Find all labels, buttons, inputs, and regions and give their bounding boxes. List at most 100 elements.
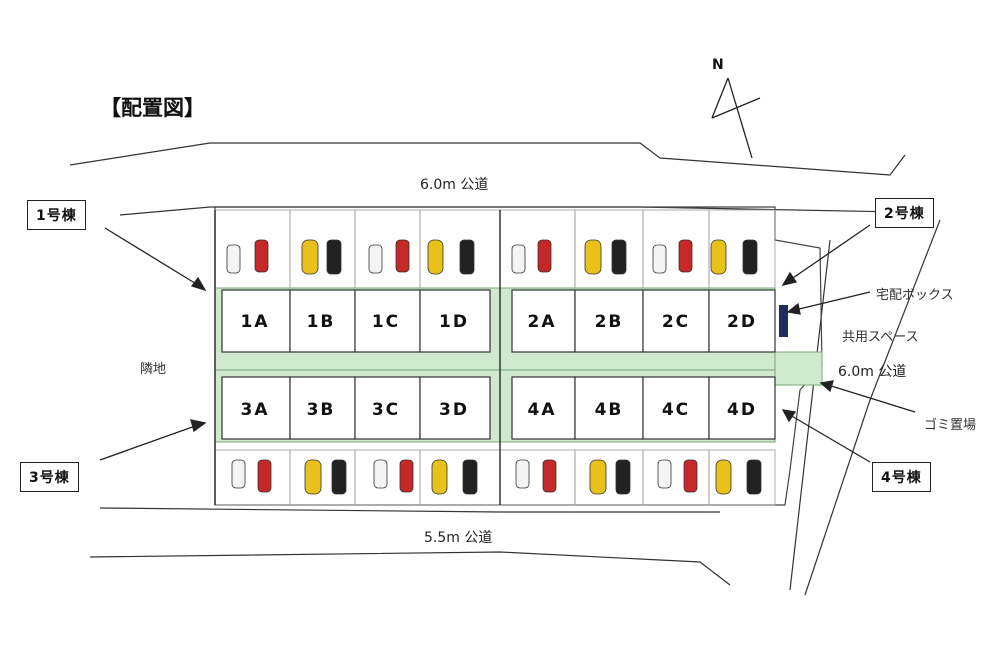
arrowhead-delivery — [786, 302, 801, 315]
unit-2b — [574, 289, 644, 353]
unit-3c — [354, 376, 421, 440]
car — [589, 459, 607, 495]
unit-label-1c: 1C — [371, 312, 401, 332]
top-road-inner-edge — [119, 206, 901, 216]
car — [226, 244, 241, 274]
parking-space — [499, 449, 576, 506]
garbage-label: ゴミ置場 — [924, 418, 977, 433]
top-road-outer-edge — [69, 142, 906, 176]
unit-1a — [221, 289, 291, 353]
right-road-right-edge — [804, 219, 941, 596]
leader-3 — [99, 424, 199, 461]
neighbor-label: 隣地 — [140, 362, 167, 377]
car — [652, 244, 667, 274]
car — [399, 459, 414, 493]
arrowhead-1 — [190, 276, 207, 292]
unit-label-3c: 3C — [371, 400, 401, 420]
bottom-road-label: 5.5m 公道 — [424, 530, 493, 546]
bottom-road-lower-edge — [89, 551, 731, 586]
car — [254, 239, 269, 273]
car — [431, 459, 448, 495]
unit-label-1d: 1D — [439, 312, 469, 332]
car — [611, 239, 627, 275]
unit-label-3a: 3A — [240, 400, 270, 420]
unit-3b — [289, 376, 356, 440]
car — [257, 459, 272, 493]
car — [427, 239, 444, 275]
unit-label-4c: 4C — [661, 400, 691, 420]
unit-label-2a: 2A — [527, 312, 557, 332]
car — [231, 459, 246, 489]
right-road-label: 6.0m 公道 — [838, 364, 907, 380]
arrowhead-garbage — [819, 380, 834, 393]
car — [746, 459, 762, 495]
unit-2d — [708, 289, 776, 353]
building-4-label: 4号棟 — [872, 462, 931, 492]
car — [584, 239, 602, 275]
delivery-box-label: 宅配ボックス — [876, 288, 954, 303]
unit-1c — [354, 289, 421, 353]
delivery-box — [779, 305, 788, 337]
page-title: 【配置図】 — [100, 96, 205, 120]
unit-label-1b: 1B — [306, 312, 336, 332]
common-space-path — [774, 351, 823, 386]
car — [373, 459, 388, 489]
unit-4a — [511, 376, 576, 440]
unit-2c — [642, 289, 710, 353]
car — [511, 244, 526, 274]
car — [715, 459, 732, 495]
car — [542, 459, 557, 493]
car — [331, 459, 347, 495]
parking-space — [642, 449, 710, 506]
leader-garbage — [827, 384, 916, 413]
leader-4 — [789, 414, 871, 463]
arrowhead-2 — [781, 271, 798, 286]
arrowhead-4 — [781, 409, 797, 423]
leader-1 — [104, 227, 199, 286]
parking-space — [499, 209, 576, 289]
car — [304, 459, 322, 495]
car — [710, 239, 727, 275]
parking-space — [574, 449, 644, 506]
leader-2 — [789, 224, 871, 281]
car — [459, 239, 475, 275]
car — [368, 244, 383, 274]
car — [657, 459, 672, 489]
car — [615, 459, 631, 495]
unit-label-3d: 3D — [439, 400, 469, 420]
unit-label-2c: 2C — [661, 312, 691, 332]
unit-label-4b: 4B — [594, 400, 624, 420]
parking-space — [214, 449, 291, 506]
leader-delivery — [794, 291, 871, 311]
parking-space — [214, 209, 291, 289]
north-label: N — [712, 57, 724, 73]
car — [462, 459, 478, 495]
top-road-label: 6.0m 公道 — [420, 177, 489, 193]
parking-space — [354, 209, 421, 289]
unit-4b — [574, 376, 644, 440]
building-1-label: 1号棟 — [27, 200, 86, 230]
car — [742, 239, 758, 275]
building-3-label: 3号棟 — [20, 462, 79, 492]
car — [301, 239, 319, 275]
unit-label-3b: 3B — [306, 400, 336, 420]
bottom-road-upper-edge — [99, 507, 720, 513]
north-arrow — [711, 77, 761, 159]
car — [683, 459, 698, 493]
unit-label-2b: 2B — [594, 312, 624, 332]
arrowhead-3 — [190, 419, 207, 433]
unit-label-4a: 4A — [527, 400, 557, 420]
car — [395, 239, 410, 273]
unit-4d — [708, 376, 776, 440]
car — [515, 459, 530, 489]
unit-label-1a: 1A — [240, 312, 270, 332]
car — [537, 239, 552, 273]
unit-label-4d: 4D — [727, 400, 757, 420]
unit-2a — [511, 289, 576, 353]
unit-1d — [419, 289, 491, 353]
parking-space — [289, 209, 356, 289]
unit-label-2d: 2D — [727, 312, 757, 332]
building-2-label: 2号棟 — [875, 198, 934, 228]
common-space-label: 共用スペース — [842, 330, 919, 345]
